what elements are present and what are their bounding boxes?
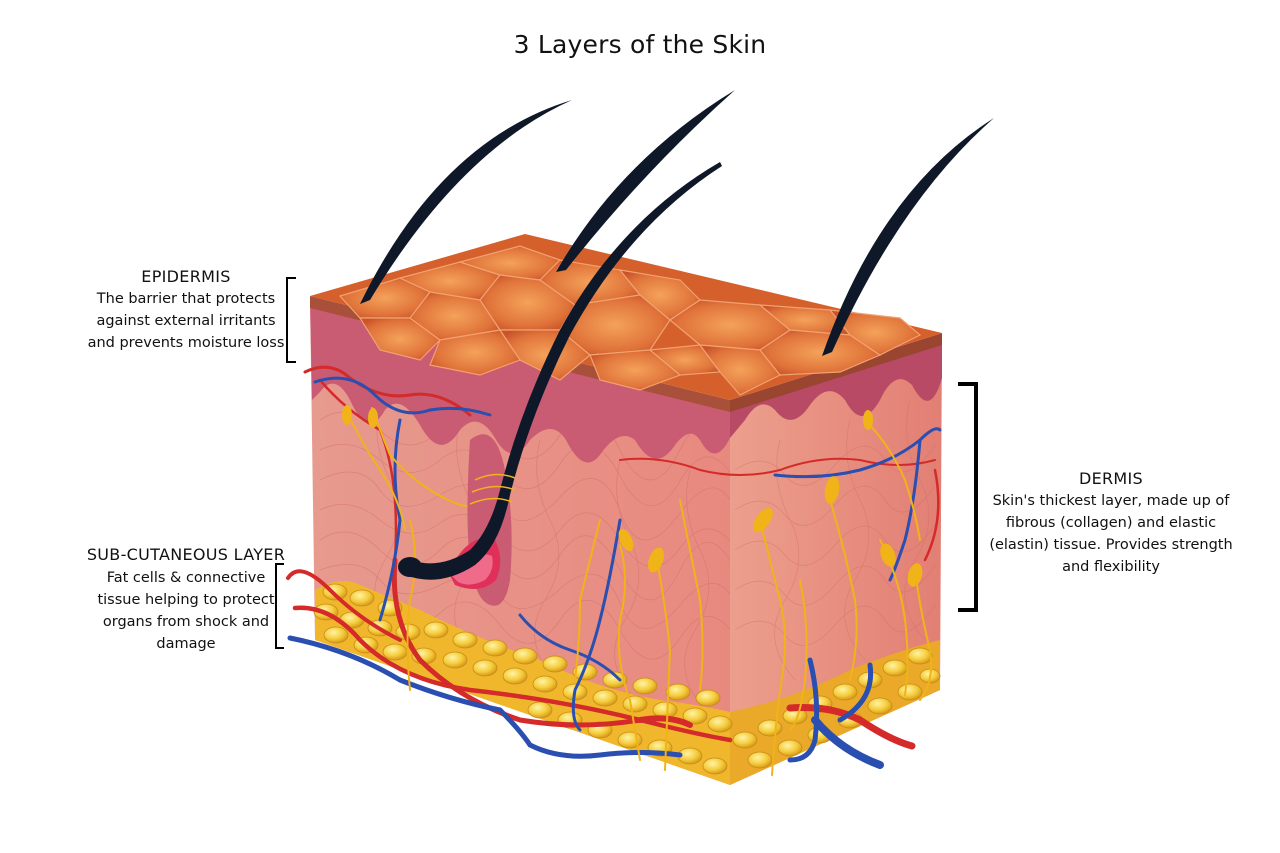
epidermis-description: The barrier that protects against extern… [87, 291, 285, 351]
dermis-description: Skin's thickest layer, made up of fibrou… [989, 493, 1233, 575]
subcutaneous-description: Fat cells & connective tissue helping to… [97, 570, 275, 652]
subcutaneous-label: SUB-CUTANEOUS LAYER Fat cells & connecti… [84, 542, 288, 655]
epidermis-bracket [286, 277, 296, 363]
skin-surface-top [310, 234, 942, 400]
diagram-title: 3 Layers of the Skin [513, 30, 767, 59]
subcutaneous-fat-layer [313, 581, 941, 785]
dermis-bracket [958, 382, 978, 612]
epidermis-label: EPIDERMIS The barrier that protects agai… [86, 266, 286, 354]
hair-strand-wrap [469, 473, 516, 505]
dermis-heading: DERMIS [1078, 469, 1144, 488]
blood-vessels [286, 365, 942, 769]
dermis-label: DERMIS Skin's thickest layer, made up of… [976, 468, 1246, 578]
subcutaneous-heading: SUB-CUTANEOUS LAYER [86, 545, 286, 564]
epidermis-heading: EPIDERMIS [141, 267, 231, 286]
subcutaneous-bracket [275, 563, 284, 649]
nerve-endings [342, 405, 923, 587]
hair-strands [360, 90, 994, 580]
